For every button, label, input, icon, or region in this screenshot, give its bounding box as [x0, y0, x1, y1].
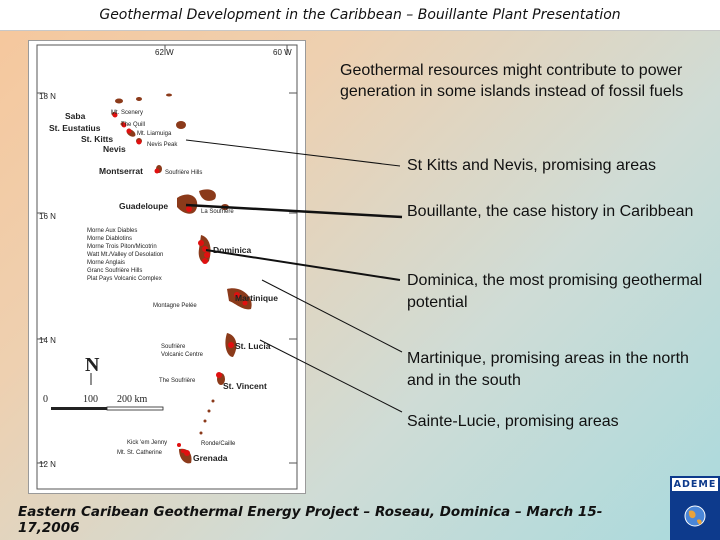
globe-icon — [684, 505, 706, 527]
scale-bar: 0 100 200 km — [43, 394, 164, 411]
connector-bouillante — [185, 203, 403, 219]
lon-label-62: 62 W — [155, 48, 174, 57]
connector-stlucia — [259, 339, 403, 413]
stmartin-shape — [136, 97, 142, 101]
label-montagne-pelee: Montagne Pelée — [153, 303, 197, 309]
anguilla-shape — [115, 98, 123, 104]
label-dominica: Dominica — [213, 245, 252, 255]
label-morne-trois-piton: Morne Trois Piton/Micotrin — [87, 244, 157, 250]
ademe-logo: ADEME — [670, 476, 720, 540]
label-st-eustatius: St. Eustatius — [49, 123, 101, 133]
item-dominica: Dominica, the most promising geothermal … — [407, 272, 703, 311]
page-header: Geothermal Development in the Caribbean … — [0, 0, 720, 31]
connector-stkitts — [185, 139, 401, 167]
label-soufriere-vc-2: Volcanic Centre — [161, 352, 204, 358]
volcano-markers — [112, 112, 248, 456]
label-soufriere-vc-1: Soufrière — [161, 344, 186, 350]
lat-label-16: 16 N — [39, 212, 56, 221]
connector-martinique — [261, 279, 403, 353]
barbuda-shape — [166, 93, 172, 97]
label-mt-st-catherine: Mt. St. Catherine — [117, 450, 163, 456]
label-morne-anglais: Morne Anglais — [87, 260, 125, 266]
label-soufriere-hills: Soufrière Hills — [165, 170, 202, 176]
label-mt-liamuiga: Mt. Liamuiga — [137, 131, 172, 137]
connector-dominica — [205, 249, 401, 281]
intro-text: Geothermal resources might contribute to… — [340, 62, 684, 100]
label-plat-pays: Plat Pays Volcanic Complex — [87, 276, 162, 282]
label-mt-scenery: Mt. Scenery — [111, 110, 143, 116]
item-st-kitts-nevis: St Kitts and Nevis, promising areas — [407, 157, 656, 174]
footer-text: Eastern Caribean Geothermal Energy Proje… — [18, 504, 603, 536]
island-labels: Saba St. Eustatius St. Kitts Nevis Monts… — [49, 111, 278, 463]
label-saba: Saba — [65, 111, 86, 121]
ademe-logo-text: ADEME — [672, 478, 718, 491]
lon-label-60: 60 W — [273, 48, 292, 57]
label-watt-mt: Watt Mt./Valley of Desolation — [87, 252, 163, 258]
lat-label-14: 14 N — [39, 336, 56, 345]
north-arrow: N — [85, 354, 100, 376]
item-bouillante: Bouillante, the case history in Caribbea… — [407, 203, 694, 220]
label-kick-em-jenny: Kick 'em Jenny — [127, 440, 167, 446]
scale-0: 0 — [43, 394, 48, 405]
scale-100: 100 — [83, 394, 98, 405]
label-ronde-caille: Ronde/Caille — [201, 441, 236, 447]
item-sainte-lucie: Sainte-Lucie, promising areas — [407, 413, 619, 430]
label-la-soufriere: La Soufrière — [201, 209, 234, 215]
header-title: Geothermal Development in the Caribbean … — [99, 7, 621, 23]
label-st-vincent: St. Vincent — [223, 381, 267, 391]
label-grenada: Grenada — [193, 453, 228, 463]
label-nevis: Nevis — [103, 144, 126, 154]
volcano-labels: Mt. Scenery The Quill Mt. Liamuiga Nevis… — [87, 110, 236, 456]
label-morne-diablotins: Morne Diablotins — [87, 236, 132, 242]
label-st-lucia: St. Lucia — [235, 341, 271, 351]
lat-label-18: 18 N — [39, 92, 56, 101]
item-martinique: Martinique, promising areas in the north… — [407, 350, 689, 389]
label-st-kitts: St. Kitts — [81, 134, 113, 144]
antigua-shape — [176, 121, 186, 129]
label-nevis-peak: Nevis Peak — [147, 142, 178, 148]
map-gridticks — [36, 44, 298, 490]
grandeterre-shape — [199, 189, 216, 201]
label-martinique: Martinique — [235, 293, 278, 303]
label-montserrat: Montserrat — [99, 166, 143, 176]
lat-label-12: 12 N — [39, 460, 56, 469]
caribbean-map: 62 W 60 W 18 N 16 N 14 N 12 N — [28, 40, 306, 494]
scale-200: 200 km — [117, 394, 148, 405]
label-guadeloupe: Guadeloupe — [119, 201, 168, 211]
label-the-quill: The Quill — [121, 122, 145, 128]
label-granc-soufriere: Granc Soufrière Hills — [87, 268, 142, 274]
label-the-soufriere: The Soufrière — [159, 378, 196, 384]
label-morne-aux-diables: Morne Aux Diables — [87, 228, 137, 234]
